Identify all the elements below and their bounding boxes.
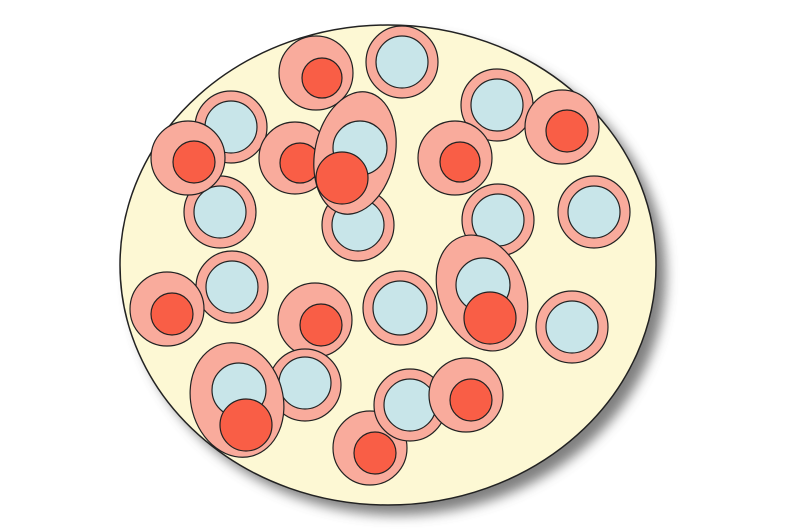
cell — [535, 290, 609, 364]
cell — [129, 271, 205, 347]
cell — [373, 368, 447, 442]
cell — [428, 357, 504, 433]
cell — [277, 282, 353, 358]
dividing-cell — [313, 91, 397, 215]
cell — [150, 120, 226, 196]
dividing-cell — [189, 342, 285, 458]
dividing-cell — [435, 234, 529, 352]
cell — [183, 175, 257, 249]
cell — [524, 89, 600, 165]
cell — [365, 25, 439, 99]
cell — [278, 35, 354, 111]
cell — [195, 250, 269, 324]
cell — [417, 120, 493, 196]
cell — [258, 121, 332, 195]
cell — [460, 68, 534, 142]
cell — [268, 348, 342, 422]
cell — [557, 175, 631, 249]
cell — [362, 270, 438, 346]
